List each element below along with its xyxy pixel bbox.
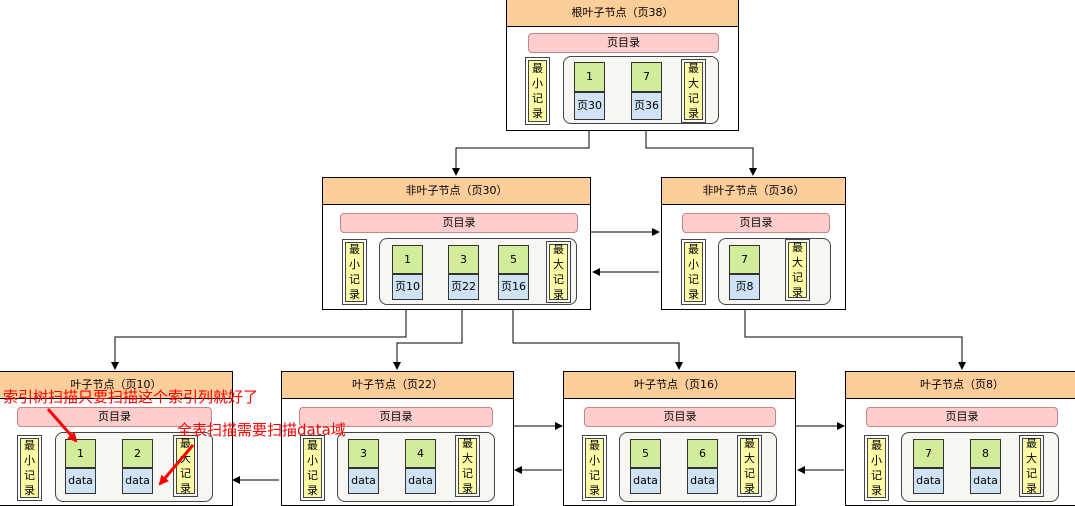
record-data: data	[65, 468, 96, 494]
edge-page30-to-page10	[111, 306, 407, 370]
record-key: 2	[122, 439, 153, 468]
node-title: 非叶子节点（页30）	[323, 178, 590, 205]
min-record: 最小记录	[681, 239, 706, 305]
internal-node-page30: 非叶子节点（页30） 页目录 最小记录 1 页10 3 页22 5 页16 最大…	[322, 177, 591, 310]
node-title: 叶子节点（页22）	[282, 372, 513, 399]
record-pointer: 页22	[448, 274, 479, 300]
page-directory: 页目录	[528, 33, 719, 53]
record-key: 3	[348, 439, 379, 468]
leaf-node-page16: 叶子节点（页16） 页目录 最小记录 5 data 6 data 最大记录	[563, 371, 796, 506]
min-record: 最小记录	[17, 435, 42, 501]
record-pointer: 页10	[392, 274, 423, 300]
edge-root-to-page30	[452, 124, 590, 176]
max-record: 最大记录	[1019, 435, 1044, 497]
record-pointer: 页36	[631, 92, 662, 120]
min-record: 最小记录	[342, 239, 367, 305]
edge-page30-to-page22	[393, 306, 463, 370]
record-key: 1	[574, 62, 605, 92]
record-pointer: 页16	[498, 274, 529, 300]
page-directory: 页目录	[299, 407, 493, 427]
node-title: 叶子节点（页10）	[0, 372, 232, 399]
min-record: 最小记录	[300, 435, 325, 501]
min-record: 最小记录	[864, 435, 889, 501]
index-scan-annotation: 索引树扫描只要扫描这个索引列就好了	[3, 388, 259, 406]
record-key: 1	[65, 439, 96, 468]
record-key: 7	[729, 245, 760, 274]
max-record: 最大记录	[455, 435, 480, 497]
record-data: data	[348, 468, 379, 494]
record-key: 5	[498, 245, 529, 274]
node-title: 非叶子节点（页36）	[662, 178, 845, 205]
internal-node-page36: 非叶子节点（页36） 页目录 最小记录 7 页8 最大记录	[661, 177, 846, 310]
edge-page30-to-page16	[512, 306, 683, 370]
max-record: 最大记录	[737, 435, 762, 497]
node-title: 根叶子节点（页38）	[507, 0, 738, 27]
page-directory: 页目录	[682, 213, 830, 233]
edge-page36-to-page8	[744, 306, 966, 370]
record-key: 4	[405, 439, 436, 468]
min-record: 最小记录	[582, 435, 607, 501]
max-record: 最大记录	[681, 59, 706, 123]
min-record: 最小记录	[525, 57, 550, 125]
node-title: 叶子节点（页16）	[564, 372, 795, 399]
max-record: 最大记录	[546, 241, 571, 303]
root-node: 根叶子节点（页38） 页目录 最小记录 1 页30 7 页36 最大记录	[506, 0, 739, 131]
record-key: 5	[630, 439, 661, 468]
record-key: 3	[448, 245, 479, 274]
record-data: data	[405, 468, 436, 494]
full-scan-arrow	[158, 444, 195, 486]
record-key: 1	[392, 245, 423, 274]
node-title: 叶子节点（页8）	[846, 372, 1075, 399]
page-directory: 页目录	[866, 407, 1058, 427]
max-record: 最大记录	[785, 239, 810, 301]
leaf-node-page10: 叶子节点（页10） 页目录 最小记录 1 data 2 data 最大记录	[0, 371, 233, 506]
record-data: data	[913, 468, 944, 494]
record-key: 8	[970, 439, 1001, 468]
record-data: data	[970, 468, 1001, 494]
index-scan-arrow	[46, 408, 78, 443]
edge-root-to-page36	[645, 124, 757, 176]
record-pointer: 页30	[574, 92, 605, 120]
page-directory: 页目录	[584, 407, 776, 427]
record-key: 7	[913, 439, 944, 468]
page-directory: 页目录	[17, 407, 212, 427]
record-data: data	[630, 468, 661, 494]
record-data: data	[687, 468, 718, 494]
record-key: 7	[631, 62, 662, 92]
record-key: 6	[687, 439, 718, 468]
record-pointer: 页8	[729, 274, 760, 300]
leaf-node-page8: 叶子节点（页8） 页目录 最小记录 7 data 8 data 最大记录	[845, 371, 1075, 506]
record-data: data	[122, 468, 153, 494]
page-directory: 页目录	[340, 213, 578, 233]
full-scan-annotation: 全表扫描需要扫描data域	[177, 421, 346, 439]
leaf-node-page22: 叶子节点（页22） 页目录 最小记录 3 data 4 data 最大记录	[281, 371, 514, 506]
